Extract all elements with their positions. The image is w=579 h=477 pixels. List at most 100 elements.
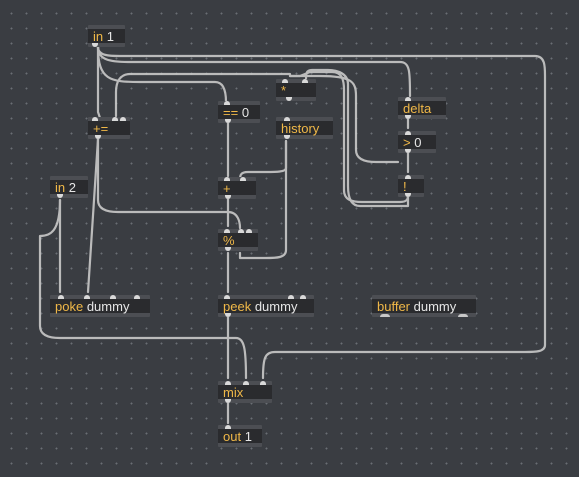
not-operator: !: [403, 179, 407, 194]
outlet[interactable]: [405, 149, 411, 153]
not-label: !: [403, 180, 407, 193]
inlet[interactable]: [110, 295, 116, 299]
mix-operator: mix: [223, 385, 244, 400]
outlet[interactable]: [95, 135, 101, 139]
cord-in1-to-delta: [96, 45, 412, 98]
outlet[interactable]: [57, 194, 63, 198]
inlet[interactable]: [224, 101, 230, 105]
cord-history-to-plus: [238, 139, 288, 182]
out1-operator: out: [223, 429, 242, 444]
outlet[interactable]: [225, 399, 231, 403]
in1-object[interactable]: in 1: [88, 25, 125, 47]
eq0-object[interactable]: == 0: [218, 101, 260, 123]
out1-label: out 1: [223, 430, 252, 443]
poke-operator: poke: [55, 299, 84, 314]
plus-label: +: [223, 182, 231, 195]
outlet[interactable]: [225, 247, 231, 251]
peek-operator: peek: [223, 299, 252, 314]
inlet[interactable]: [246, 229, 252, 233]
pluseq-object[interactable]: +=: [88, 117, 130, 139]
poke-object[interactable]: poke dummy: [50, 295, 150, 317]
in2-object[interactable]: in 2: [50, 176, 88, 198]
not-object[interactable]: !: [398, 175, 424, 197]
mod-object[interactable]: %: [218, 229, 258, 251]
inlet[interactable]: [92, 117, 98, 121]
mix-label: mix: [223, 386, 243, 399]
out1-argument: 1: [244, 429, 252, 444]
inlet[interactable]: [84, 295, 90, 299]
history-object[interactable]: history: [276, 117, 333, 139]
in2-argument: 2: [68, 180, 76, 195]
delta-label: delta: [403, 102, 431, 115]
history-operator: history: [281, 121, 320, 136]
inlet[interactable]: [238, 229, 244, 233]
mod-label: %: [223, 234, 235, 247]
inlet[interactable]: [243, 381, 249, 385]
cord-mul-to-pluseq: [114, 72, 292, 118]
outlet[interactable]: [284, 135, 290, 139]
peek-argument: dummy: [254, 299, 298, 314]
inlet[interactable]: [134, 295, 140, 299]
in2-operator: in: [55, 180, 66, 195]
outlet[interactable]: [92, 43, 98, 47]
inlet[interactable]: [284, 117, 290, 121]
buffer-argument: dummy: [413, 299, 457, 314]
inlet[interactable]: [260, 381, 266, 385]
plus-operator: +: [223, 181, 231, 196]
inlet[interactable]: [405, 175, 411, 179]
inlet[interactable]: [224, 229, 230, 233]
cord-in2-to-mix: [38, 198, 248, 380]
inlet[interactable]: [240, 177, 246, 181]
peek-object[interactable]: peek dummy: [218, 295, 314, 317]
cord-in1-to-pluseq: [96, 45, 102, 120]
pluseq-operator: +=: [93, 121, 109, 136]
gt0-object[interactable]: > 0: [398, 131, 436, 153]
pluseq-label: +=: [93, 122, 108, 135]
eq0-label: == 0: [223, 106, 249, 119]
delta-object[interactable]: delta: [398, 97, 446, 119]
peek-label: peek dummy: [223, 300, 297, 313]
outlet[interactable]: [380, 314, 390, 317]
inlet[interactable]: [300, 295, 306, 299]
inlet[interactable]: [288, 295, 294, 299]
buffer-object[interactable]: buffer dummy: [372, 295, 476, 317]
inlet[interactable]: [225, 425, 231, 429]
inlet[interactable]: [224, 177, 230, 181]
out1-object[interactable]: out 1: [218, 425, 262, 447]
inlet[interactable]: [225, 381, 231, 385]
mul-operator: *: [281, 83, 287, 98]
mix-object[interactable]: mix: [218, 381, 272, 403]
inlet[interactable]: [282, 79, 288, 83]
eq0-operator: ==: [223, 105, 239, 120]
outlet[interactable]: [225, 195, 231, 199]
cord-in1-to-mix: [96, 45, 547, 380]
mod-operator: %: [223, 233, 235, 248]
history-label: history: [281, 122, 319, 135]
inlet[interactable]: [112, 117, 118, 121]
delta-operator: delta: [403, 101, 432, 116]
inlet[interactable]: [405, 97, 411, 101]
outlet[interactable]: [286, 97, 292, 101]
inlet[interactable]: [58, 295, 64, 299]
buffer-operator: buffer: [377, 299, 411, 314]
mul-object[interactable]: *: [276, 79, 316, 101]
buffer-label: buffer dummy: [377, 300, 456, 313]
outlet[interactable]: [225, 313, 231, 317]
outlet[interactable]: [405, 193, 411, 197]
in1-label: in 1: [93, 30, 114, 43]
inlet[interactable]: [405, 131, 411, 135]
eq0-argument: 0: [241, 105, 250, 120]
outlet[interactable]: [458, 314, 468, 317]
cord-pluseq-to-poke: [86, 137, 100, 294]
poke-label: poke dummy: [55, 300, 129, 313]
gt0-label: > 0: [403, 136, 421, 149]
outlet[interactable]: [225, 119, 231, 123]
inlet[interactable]: [224, 295, 230, 299]
outlet[interactable]: [405, 115, 411, 119]
inlet[interactable]: [302, 79, 308, 83]
inlet[interactable]: [120, 117, 126, 121]
plus-object[interactable]: +: [218, 177, 256, 199]
gt0-argument: 0: [414, 135, 422, 150]
